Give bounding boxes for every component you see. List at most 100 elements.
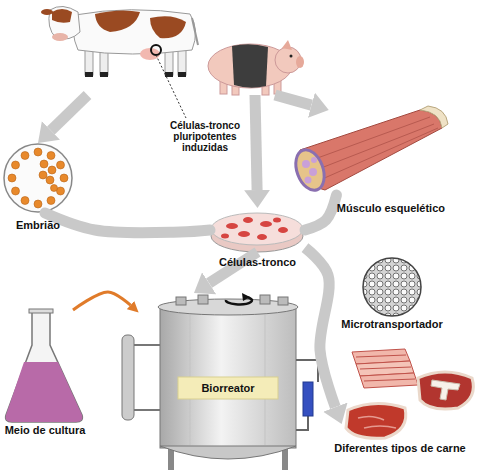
node-label: Embrião <box>0 219 78 232</box>
embryo-illustration <box>57 161 65 169</box>
petri-dish <box>278 227 288 233</box>
bioreactor-illustration <box>260 295 270 304</box>
embryo-illustration <box>12 161 20 169</box>
leader-line <box>156 55 186 118</box>
bioreactor-illustration <box>282 448 288 470</box>
embryo-illustration <box>8 148 68 208</box>
node-label: Biorreator <box>178 377 278 399</box>
bioreactor-illustration <box>168 448 174 470</box>
medium-feed-arrow <box>73 292 131 310</box>
node-label: Microtransportador <box>337 318 447 331</box>
process-arrow <box>305 248 335 408</box>
culture-flask <box>6 309 83 422</box>
muscle-illustration <box>312 117 430 160</box>
embryo-illustration <box>21 197 29 205</box>
petri-dish <box>238 231 250 237</box>
petri-dish <box>257 234 267 240</box>
process-arrow <box>305 195 337 230</box>
culture-flask <box>29 309 53 313</box>
embryo-illustration <box>34 200 42 208</box>
meat-products <box>418 372 473 409</box>
embryo-illustration <box>47 152 55 160</box>
embryo-illustration <box>51 185 58 192</box>
petri-dish <box>211 213 303 245</box>
muscle-illustration <box>420 106 448 128</box>
node-label: Músculo esquelético <box>325 202 445 215</box>
pig-illustration <box>290 55 293 58</box>
cow-illustration <box>85 72 93 77</box>
cow-illustration <box>41 9 53 15</box>
muscle-illustration <box>302 160 310 168</box>
embryo-illustration <box>34 148 42 156</box>
cow-illustration <box>41 6 198 77</box>
bioreactor: Biorreator <box>140 293 320 470</box>
microcarrier-image <box>363 258 421 316</box>
muscle-illustration <box>291 106 448 194</box>
embryo-illustration <box>60 174 68 182</box>
stem-cell-dish: Células-tronco <box>210 208 305 252</box>
muscle-illustration <box>311 157 317 163</box>
pig-illustration <box>282 40 292 50</box>
node-label: Células-tronco <box>205 256 310 269</box>
embryo-illustration <box>21 152 29 160</box>
cow-illustration <box>165 72 173 77</box>
embryo-circle: Embrião <box>3 143 73 213</box>
embryo-illustration <box>4 144 72 212</box>
bioreactor-illustration <box>296 416 308 430</box>
petri-dish <box>221 217 288 240</box>
bioreactor-illustration <box>122 335 134 420</box>
bioreactor-illustration <box>160 308 296 448</box>
petri-dish <box>226 223 238 229</box>
culture-flask <box>6 362 83 422</box>
embryo-illustration <box>4 144 72 212</box>
pig-illustration <box>208 40 304 95</box>
cow-illustration <box>52 33 68 41</box>
bioreactor-illustration <box>198 295 208 304</box>
meat-products <box>364 379 415 381</box>
meat-products <box>360 373 418 388</box>
meat-products <box>360 367 411 369</box>
muscle-illustration <box>291 146 330 194</box>
culture-medium-flask: Meio de cultura <box>5 310 85 422</box>
embryo-illustration <box>48 166 56 174</box>
muscle-illustration <box>309 168 317 176</box>
muscle-illustration <box>320 128 438 180</box>
embryo-illustration <box>12 187 20 195</box>
petri-dish <box>260 221 272 227</box>
bioreactor-illustration <box>178 377 278 399</box>
cow-illustration <box>100 72 108 77</box>
bioreactor-illustration <box>134 344 160 346</box>
embryo-illustration <box>39 171 47 179</box>
cow-illustration <box>192 18 198 45</box>
pig-illustration <box>232 44 268 88</box>
embryo-illustration <box>8 174 16 182</box>
embryo-illustration <box>46 176 54 184</box>
bioreactor-illustration <box>278 297 288 305</box>
meat-products <box>346 403 406 438</box>
muscle-tissue: Músculo esquelético <box>290 110 445 195</box>
bioreactor-illustration <box>303 382 313 416</box>
microcarrier-image <box>363 258 421 316</box>
petri-dish <box>243 217 253 223</box>
meat-products <box>431 380 460 400</box>
cow-illustration <box>178 72 186 77</box>
node-label: Meio de cultura <box>0 424 90 437</box>
cow-illustration <box>73 10 195 54</box>
node-label: Diferentes tipos de carne <box>325 442 475 455</box>
culture-flask <box>6 312 83 422</box>
petri-dish <box>211 213 303 252</box>
petri-dish <box>221 234 229 239</box>
bioreactor-illustration <box>296 360 318 382</box>
meat-products: Diferentes tipos de carne <box>340 348 475 438</box>
muscle-illustration <box>305 177 312 184</box>
bioreactor-illustration <box>242 293 250 301</box>
bioreactor-illustration <box>176 297 186 305</box>
cow-illustration <box>150 16 186 38</box>
microcarrier: Microtransportador <box>362 258 422 316</box>
bioreactor-illustration <box>134 409 160 411</box>
meat-products <box>356 355 406 357</box>
cow-illustration <box>151 45 161 55</box>
